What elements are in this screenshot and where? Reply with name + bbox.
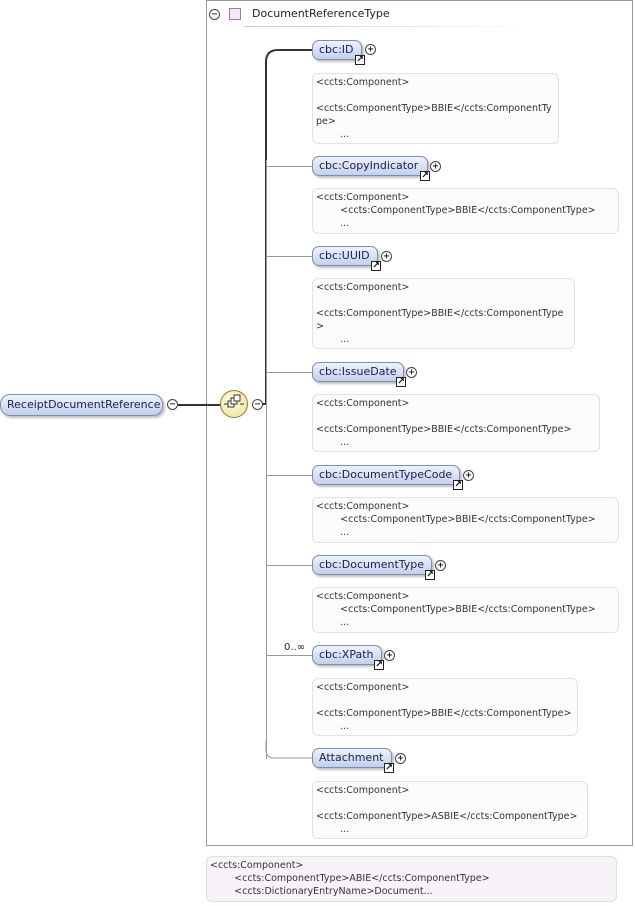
root-connector [178, 404, 222, 406]
reference-arrow-icon: ↗ [453, 480, 463, 490]
expand-icon[interactable]: + [381, 251, 392, 262]
reference-arrow-icon: ↗ [396, 377, 406, 387]
element-cbc-documenttype[interactable]: cbc:DocumentType [312, 555, 432, 575]
element-label: cbc:ID [319, 43, 354, 56]
connector-issuedate [266, 372, 312, 373]
type-collapse-icon[interactable]: − [209, 9, 220, 20]
reference-arrow-icon: ↗ [374, 660, 384, 670]
connector-documenttypecode [266, 475, 312, 476]
annotation-cbc-id: <ccts:Component> <ccts:ComponentType>BBI… [312, 73, 559, 144]
annotation-cbc-copyindicator: <ccts:Component> <ccts:ComponentType>BBI… [312, 188, 619, 234]
connector-xpath [266, 655, 312, 656]
element-label: Attachment [319, 751, 384, 764]
children-rail [266, 160, 267, 759]
connector-copyindicator [266, 166, 312, 167]
reference-arrow-icon: ↗ [355, 55, 365, 65]
reference-arrow-icon: ↗ [420, 171, 430, 181]
element-cbc-issuedate[interactable]: cbc:IssueDate [312, 362, 404, 382]
element-label: cbc:IssueDate [319, 365, 397, 378]
type-title-underline [244, 26, 534, 27]
root-annotation: <ccts:Component> <ccts:ComponentType>ABI… [206, 856, 617, 902]
reference-arrow-icon: ↗ [371, 261, 381, 271]
element-cbc-id[interactable]: cbc:ID [312, 40, 362, 60]
reference-arrow-icon: ↗ [384, 763, 394, 773]
root-element[interactable]: ReceiptDocumentReference [0, 394, 163, 416]
reference-arrow-icon: ↗ [425, 570, 435, 580]
element-cbc-documenttypecode[interactable]: cbc:DocumentTypeCode [312, 465, 460, 485]
annotation-cbc-uuid: <ccts:Component> <ccts:ComponentType>BBI… [312, 278, 575, 349]
expand-icon[interactable]: + [406, 367, 417, 378]
type-title: DocumentReferenceType [252, 7, 390, 20]
expand-icon[interactable]: + [395, 753, 406, 764]
expand-icon[interactable]: + [435, 560, 446, 571]
element-label: cbc:XPath [319, 648, 374, 661]
connector-uuid [266, 256, 312, 257]
element-label: cbc:DocumentType [319, 558, 425, 571]
element-attachment[interactable]: Attachment [312, 748, 392, 768]
complex-type-icon [229, 8, 241, 20]
expand-icon[interactable]: + [384, 650, 395, 661]
annotation-cbc-xpath: <ccts:Component> <ccts:ComponentType>BBI… [312, 678, 578, 736]
element-label: cbc:DocumentTypeCode [319, 468, 453, 481]
element-cbc-xpath[interactable]: cbc:XPath [312, 645, 382, 665]
annotation-attachment: <ccts:Component> <ccts:ComponentType>ASB… [312, 781, 588, 839]
root-collapse-icon[interactable]: − [167, 399, 178, 410]
annotation-cbc-documenttypecode: <ccts:Component> <ccts:ComponentType>BBI… [312, 497, 619, 543]
sequence-compositor-icon[interactable] [220, 390, 248, 418]
root-element-label: ReceiptDocumentReference [7, 398, 161, 411]
sequence-bus [262, 49, 314, 405]
children-rail-bottom [265, 740, 313, 759]
annotation-cbc-issuedate: <ccts:Component> <ccts:ComponentType>BBI… [312, 394, 600, 452]
expand-icon[interactable]: + [463, 470, 474, 481]
expand-icon[interactable]: + [365, 44, 376, 55]
connector-documenttype [266, 565, 312, 566]
sequence-glyph-icon [224, 394, 244, 408]
occurrence-label: 0..∞ [284, 642, 306, 653]
element-cbc-copyindicator[interactable]: cbc:CopyIndicator [312, 156, 428, 176]
type-frame [206, 0, 633, 846]
element-cbc-uuid[interactable]: cbc:UUID [312, 246, 378, 266]
annotation-cbc-documenttype: <ccts:Component> <ccts:ComponentType>BBI… [312, 587, 619, 633]
element-label: cbc:CopyIndicator [319, 159, 419, 172]
element-label: cbc:UUID [319, 249, 370, 262]
expand-icon[interactable]: + [430, 161, 441, 172]
